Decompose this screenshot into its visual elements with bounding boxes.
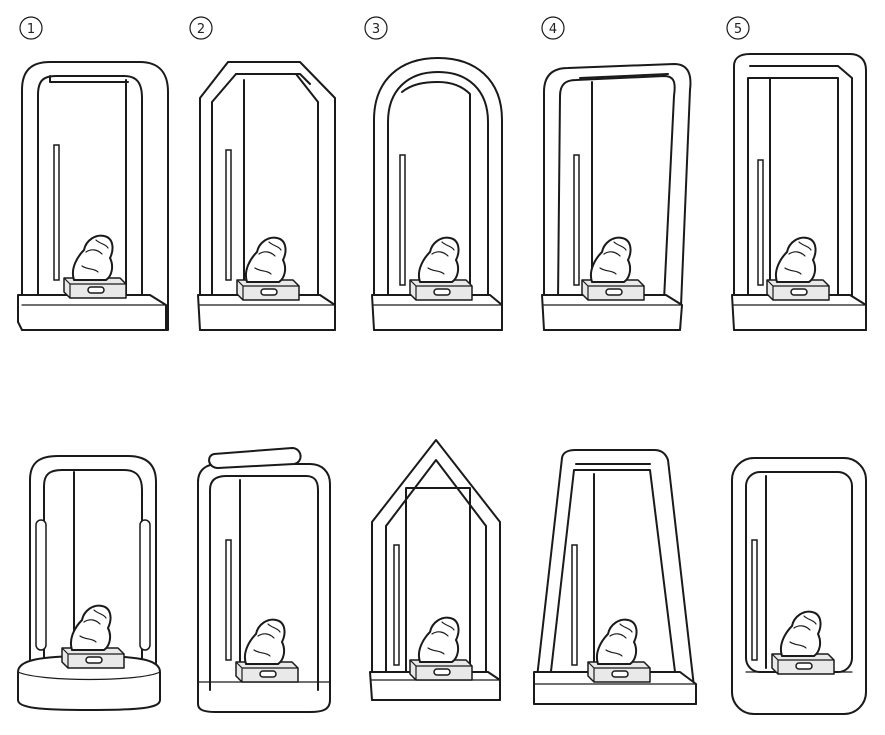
variant-3-round-arch [371, 57, 503, 331]
variant-4-leaning [541, 63, 692, 331]
variant-number-labels: 1 2 3 4 5 [19, 16, 750, 40]
variant-label-4: 4 [541, 16, 565, 40]
variant-10-rounded-frame [731, 457, 867, 715]
variant-label-5: 5 [726, 16, 750, 40]
variant-label-2-text: 2 [197, 22, 205, 37]
variant-7-lantern [197, 447, 331, 713]
variant-9-tapered [533, 449, 697, 705]
variant-label-3: 3 [364, 16, 388, 40]
variant-label-3-text: 3 [372, 22, 380, 37]
variant-label-1: 1 [19, 16, 43, 40]
variant-label-5-text: 5 [734, 22, 742, 37]
variant-6-open-cage [17, 455, 161, 711]
variant-5-flat-rect [731, 53, 867, 331]
variant-label-1-text: 1 [27, 22, 35, 37]
variant-label-2: 2 [189, 16, 213, 40]
variant-1-rounded-top [17, 61, 169, 331]
variant-8-gable [369, 439, 501, 701]
variant-2-chamfered-top [197, 61, 336, 331]
variant-label-4-text: 4 [549, 22, 557, 37]
